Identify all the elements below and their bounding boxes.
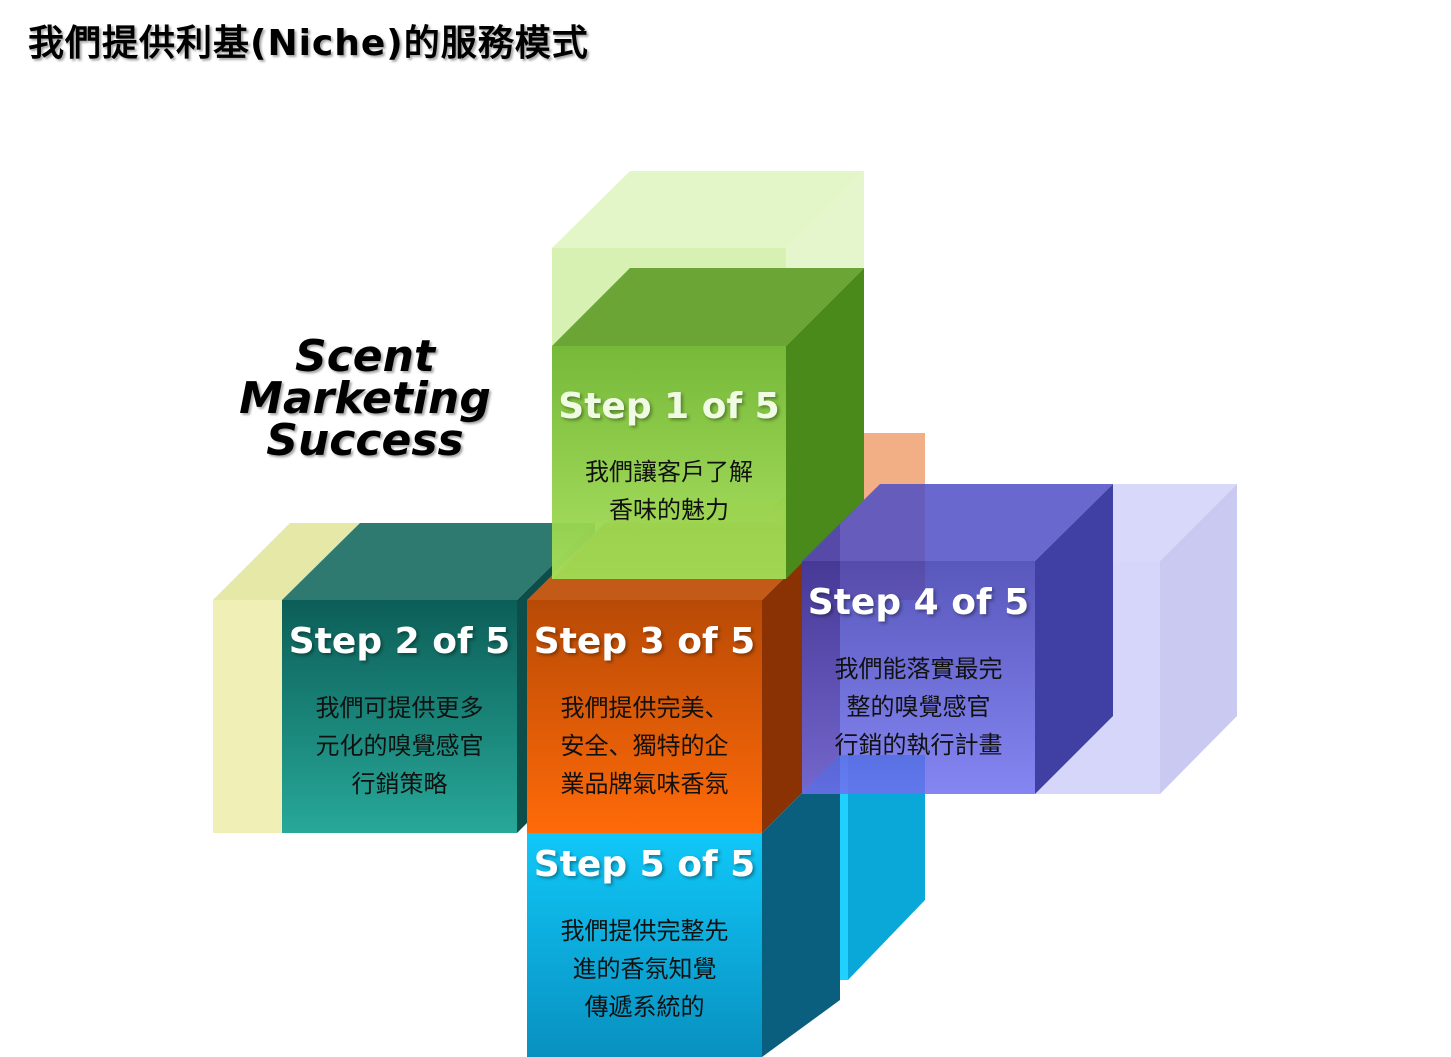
step-4-desc-line: 我們能落實最完 xyxy=(834,655,1003,683)
step-3-description: 我們提供完美、 安全、獨特的企 業品牌氣味香氛 xyxy=(527,689,762,803)
step-2-desc-line: 元化的嗅覺感官 xyxy=(315,732,484,760)
tagline: Scent Marketing Success xyxy=(230,331,500,466)
step-4-title: Step 4 of 5 xyxy=(807,582,1030,623)
step-2-desc-line: 行銷策略 xyxy=(351,770,448,798)
step-5-cube xyxy=(527,755,925,1057)
step-4-description: 我們能落實最完 整的嗅覺感官 行銷的執行計畫 xyxy=(802,650,1035,764)
step-3-desc-line: 我們提供完美、 xyxy=(560,694,729,722)
step-5-desc-line: 我們提供完整先 xyxy=(560,917,729,945)
step-1-title: Step 1 of 5 xyxy=(558,386,780,427)
tagline-line: Success xyxy=(266,415,464,466)
step-3-desc-line: 業品牌氣味香氛 xyxy=(560,770,729,798)
step-2-title: Step 2 of 5 xyxy=(288,621,511,662)
step-5-title: Step 5 of 5 xyxy=(533,844,756,885)
tagline-line: Marketing xyxy=(239,373,491,424)
step-1-cube xyxy=(552,171,864,579)
step-3-title: Step 3 of 5 xyxy=(533,621,756,662)
tagline-line: Scent xyxy=(295,331,435,382)
step-1-desc-line: 我們讓客戶了解 xyxy=(585,458,753,486)
step-1-description: 我們讓客戶了解 香味的魅力 xyxy=(552,453,786,529)
step-5-desc-line: 傳遞系統的 xyxy=(584,993,705,1021)
step-4-cube xyxy=(802,484,1237,794)
step-1-desc-line: 香味的魅力 xyxy=(609,496,729,524)
step-2-description: 我們可提供更多 元化的嗅覺感官 行銷策略 xyxy=(282,689,517,803)
page-title: 我們提供利基(Niche)的服務模式 xyxy=(28,23,589,64)
step-2-desc-line: 我們可提供更多 xyxy=(315,694,484,722)
step-5-desc-line: 進的香氛知覺 xyxy=(572,955,717,983)
step-4-desc-line: 行銷的執行計畫 xyxy=(834,731,1003,759)
step-5-description: 我們提供完整先 進的香氛知覺 傳遞系統的 xyxy=(527,912,762,1026)
step-4-desc-line: 整的嗅覺感官 xyxy=(846,693,991,721)
step-3-desc-line: 安全、獨特的企 xyxy=(560,732,729,760)
